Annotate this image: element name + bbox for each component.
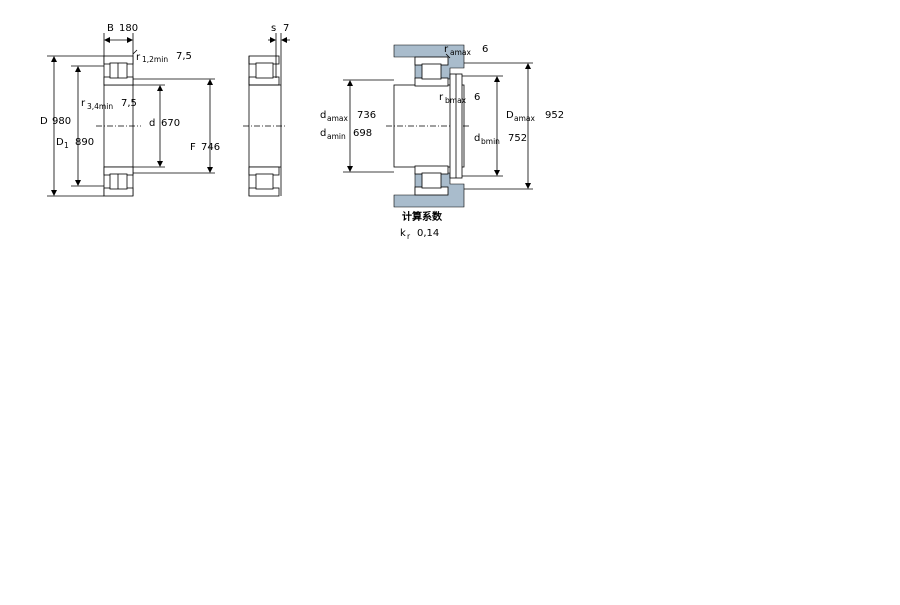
dimension-rb-max: r bmax 6 [439, 92, 480, 105]
calc-title: 计算系数 [402, 210, 443, 223]
sub-da-min: amin [327, 132, 346, 141]
top-ring-section [103, 55, 134, 86]
value-kr: 0,14 [417, 228, 439, 239]
sub-Da-max: amax [514, 114, 535, 123]
dimension-D1: D 1 890 [56, 65, 104, 187]
value-da-max: 736 [357, 110, 376, 121]
view-2-axial-displacement: s 7 [243, 23, 290, 197]
label-db-min: d [474, 133, 480, 144]
label-da-max: d [320, 110, 326, 121]
dimension-s: s 7 [268, 23, 290, 78]
dimension-D: D 980 [40, 55, 104, 197]
dimension-r34: r 3,4min 7,5 [81, 98, 137, 111]
dimension-F: F 746 [133, 78, 220, 174]
dimension-da: d amax 736 d amin 698 [320, 79, 394, 173]
view-3-mounting: r amax 6 r bmax 6 d amax 736 d amin 698 [320, 44, 564, 241]
value-ra-max: 6 [482, 44, 488, 55]
value-r34: 7,5 [121, 98, 137, 109]
calculation-factors: 计算系数 k r 0,14 [400, 210, 443, 241]
value-Da-max: 952 [545, 110, 564, 121]
label-s: s [271, 23, 276, 34]
view2-roller-bottom [255, 173, 274, 190]
roller-bottom [109, 173, 128, 190]
label-Da-max: D [506, 110, 514, 121]
sub-rb-max: bmax [445, 96, 467, 105]
view3-roller-top [421, 63, 442, 80]
sub-ra-max: amax [450, 48, 471, 57]
dimension-r12: r 1,2min 7,5 [132, 49, 192, 64]
label-kr: k [400, 228, 406, 239]
value-D: 980 [52, 116, 71, 127]
dimension-d: d 670 [133, 84, 180, 168]
label-da-min: d [320, 128, 326, 139]
value-rb-max: 6 [474, 92, 480, 103]
value-r12: 7,5 [176, 51, 192, 62]
label-r34: r [81, 98, 86, 109]
sub-D1: 1 [64, 141, 69, 150]
sub-kr: r [407, 232, 411, 241]
value-d: 670 [161, 118, 180, 129]
value-da-min: 698 [353, 128, 372, 139]
label-rb-max: r [439, 92, 444, 103]
view-1-bearing-section: B 180 r 1,2min 7,5 r 3,4min 7,5 D 980 [40, 23, 220, 197]
value-s: 7 [283, 23, 289, 34]
sub-db-min: bmin [481, 137, 500, 146]
view2-roller-top [255, 62, 274, 79]
label-F: F [190, 142, 196, 153]
sub-r12: 1,2min [142, 55, 168, 64]
label-D1: D [56, 137, 64, 148]
value-D1: 890 [75, 137, 94, 148]
label-r12: r [136, 52, 141, 63]
dimension-Da: D amax 952 [464, 62, 564, 190]
dimension-ra-max: r amax 6 [444, 44, 488, 59]
value-B: 180 [119, 23, 138, 34]
dimension-B: B 180 [103, 23, 138, 56]
sub-r34: 3,4min [87, 102, 113, 111]
bottom-ring-section [103, 166, 134, 197]
dimension-db: d bmin 752 [462, 75, 527, 177]
value-db-min: 752 [508, 133, 527, 144]
sub-da-max: amax [327, 114, 348, 123]
label-d: d [149, 118, 155, 129]
view3-roller-bottom [421, 172, 442, 189]
value-F: 746 [201, 142, 220, 153]
label-ra-max: r [444, 44, 449, 55]
label-B: B [107, 23, 114, 34]
roller-top [109, 62, 128, 79]
label-D: D [40, 116, 48, 127]
